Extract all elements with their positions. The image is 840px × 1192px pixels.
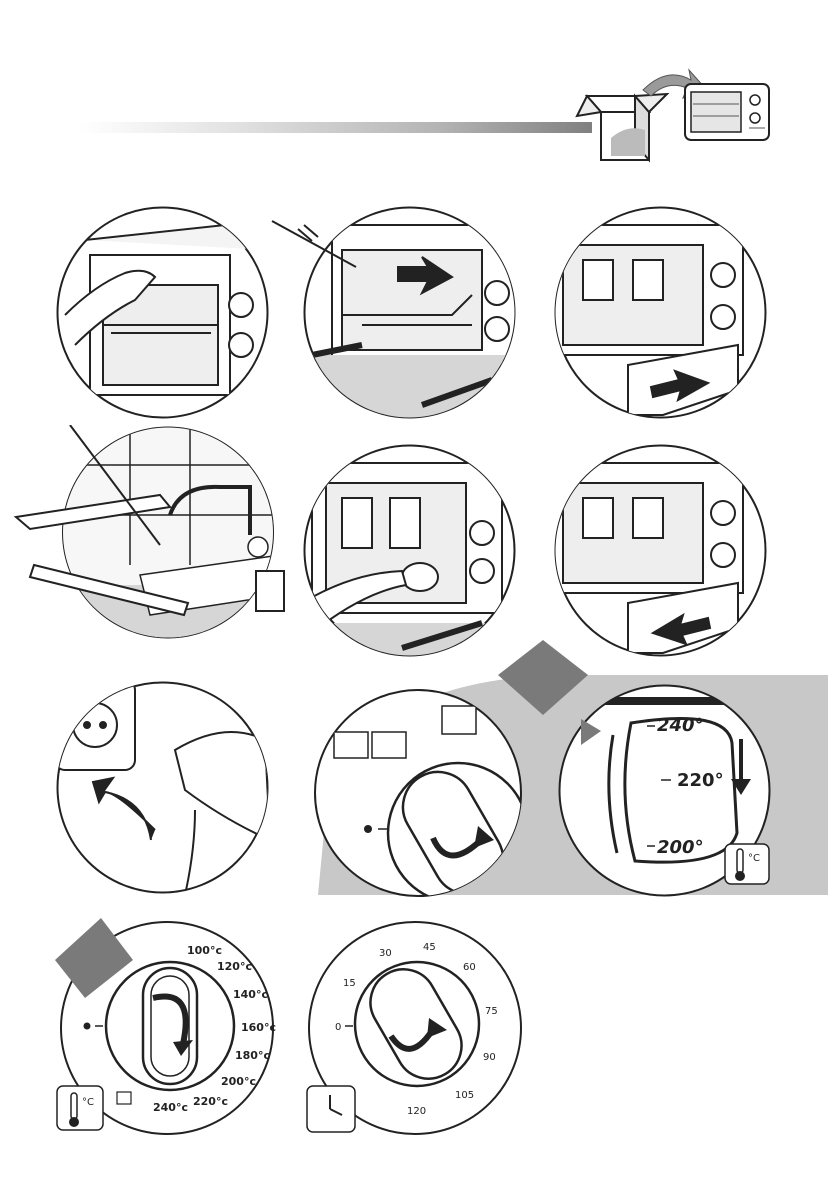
- temp-140-label: 140°c: [233, 988, 268, 1001]
- temp-120-label: 120°c: [217, 960, 252, 973]
- timer-90-label: 90: [483, 1052, 496, 1063]
- step-plug-in-illustration: [55, 680, 270, 895]
- thermometer-icon: °C: [724, 843, 770, 885]
- box-icon: [577, 94, 667, 160]
- step-clean-interior-illustration: [302, 443, 517, 658]
- oven-icon: [685, 84, 769, 140]
- timer-75-label: 75: [485, 1006, 498, 1017]
- step-open-door-illustration: [55, 205, 270, 420]
- rotisserie-spit-illustration: [268, 215, 358, 275]
- step-wash-accessories-illustration: [10, 425, 300, 640]
- function-selector-dial-illustration: [308, 688, 528, 898]
- temp-220-label: 220°: [677, 770, 724, 791]
- step-insert-crumb-tray-illustration: [553, 443, 768, 658]
- temp-180-label: 180°c: [235, 1049, 270, 1062]
- grill-icon: [117, 1092, 131, 1104]
- celsius-label: °C: [82, 1097, 94, 1108]
- timer-120-label: 120: [407, 1106, 426, 1117]
- temp-240-label: 240°c: [153, 1101, 188, 1114]
- temp-220-label: 220°c: [193, 1095, 228, 1108]
- timer-0-label: 0: [335, 1022, 341, 1033]
- timer-15-label: 15: [343, 978, 356, 989]
- timer-60-label: 60: [463, 962, 476, 973]
- header-gradient-rule: [80, 122, 592, 133]
- clock-icon: [306, 1085, 356, 1133]
- timer-45-label: 45: [423, 942, 436, 953]
- temp-200-label: 200°: [657, 837, 704, 858]
- timer-30-label: 30: [379, 948, 392, 959]
- celsius-label: °C: [748, 853, 760, 864]
- unbox-pictogram: [575, 60, 775, 165]
- temp-160-label: 160°c: [241, 1021, 276, 1034]
- temp-200-label: 200°c: [221, 1075, 256, 1088]
- temp-100-label: 100°c: [187, 944, 222, 957]
- step-remove-crumb-tray-illustration: [553, 205, 768, 420]
- temp-240-label: 240°: [657, 715, 704, 736]
- timer-105-label: 105: [455, 1090, 474, 1101]
- thermometer-icon: °C: [56, 1085, 104, 1131]
